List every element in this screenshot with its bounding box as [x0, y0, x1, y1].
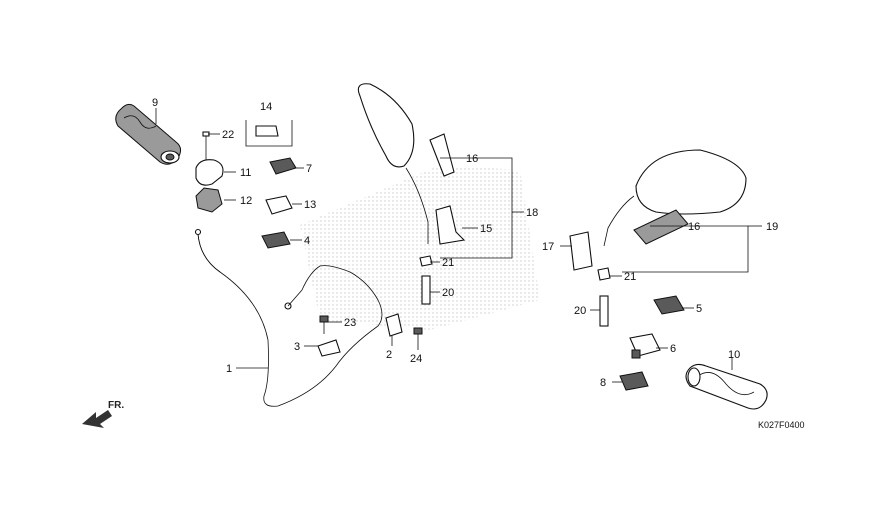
- leader-lines: [155, 108, 733, 383]
- switch-8[interactable]: [619, 371, 649, 391]
- bracket-18: [440, 157, 513, 259]
- left-mirror[interactable]: [357, 83, 466, 305]
- callout-24: 24: [410, 353, 422, 365]
- switch-7[interactable]: [269, 157, 297, 175]
- callout-7: 7: [306, 163, 312, 175]
- callout-13: 13: [304, 199, 316, 211]
- bracket-19: [622, 225, 749, 273]
- callout-14: 14: [260, 101, 272, 113]
- callout-15: 15: [480, 223, 492, 235]
- callout-18: 18: [526, 207, 538, 219]
- callout-16-left: 16: [466, 153, 478, 165]
- shading-band: [300, 165, 540, 330]
- callout-17: 17: [542, 241, 554, 253]
- right-grip[interactable]: [685, 363, 768, 410]
- callout-20-right: 20: [574, 305, 586, 317]
- callout-8: 8: [600, 377, 606, 389]
- diagram-part-code: K027F0400: [758, 420, 805, 430]
- callout-6: 6: [670, 343, 676, 355]
- callout-19: 19: [766, 221, 778, 233]
- callout-20-left: 20: [442, 287, 454, 299]
- switch-4[interactable]: [261, 231, 291, 249]
- bolt-24[interactable]: [413, 327, 423, 344]
- callout-21-right: 21: [624, 271, 636, 283]
- bolt-22[interactable]: [202, 131, 210, 160]
- switch-13[interactable]: [265, 195, 293, 215]
- callout-16-right: 16: [688, 221, 700, 233]
- front-direction-label: FR.: [108, 400, 124, 411]
- callout-5: 5: [696, 303, 702, 315]
- callout-22: 22: [222, 129, 234, 141]
- callout-11: 11: [240, 167, 251, 179]
- bracket-2[interactable]: [385, 313, 403, 337]
- throttle-housing[interactable]: [195, 159, 224, 213]
- callout-10: 10: [728, 349, 740, 361]
- left-grip[interactable]: [115, 103, 182, 165]
- right-mirror[interactable]: [569, 149, 747, 327]
- callout-12: 12: [240, 195, 252, 207]
- switch-5[interactable]: [653, 295, 685, 315]
- callout-23: 23: [344, 317, 356, 329]
- switch-6[interactable]: [629, 333, 661, 359]
- cover-14[interactable]: [245, 120, 293, 147]
- callout-2: 2: [386, 349, 392, 361]
- bolt-23[interactable]: [319, 315, 329, 334]
- holder-3[interactable]: [317, 339, 341, 357]
- front-direction-arrow: [82, 410, 112, 428]
- callout-4: 4: [304, 235, 310, 247]
- callout-3: 3: [294, 341, 300, 353]
- callout-1: 1: [226, 363, 232, 375]
- callout-9: 9: [152, 97, 158, 109]
- callout-21-left: 21: [442, 257, 454, 269]
- throttle-cable[interactable]: [194, 228, 383, 407]
